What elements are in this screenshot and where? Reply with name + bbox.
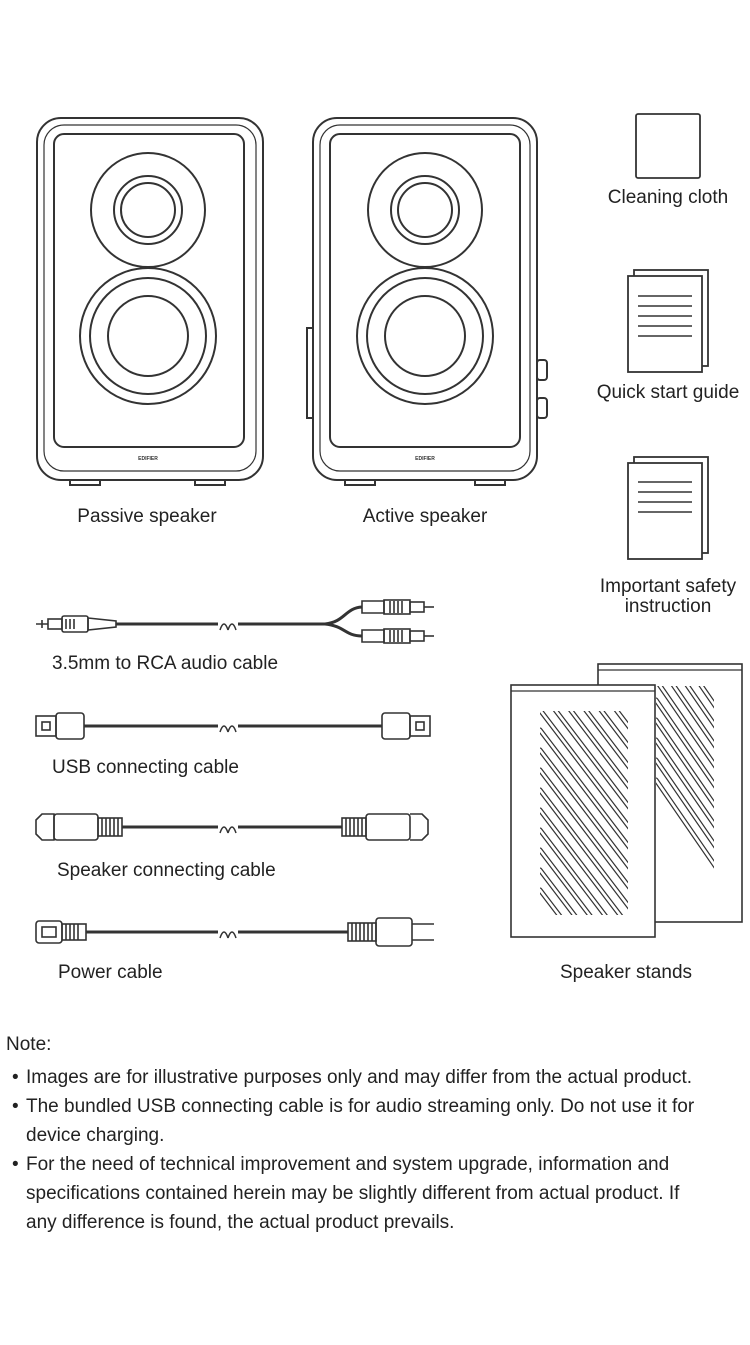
cleaning-cloth-icon	[635, 113, 701, 179]
power-cable-label: Power cable	[58, 962, 163, 983]
rca-cable-illustration	[36, 599, 434, 644]
active-speaker-illustration: EDIFIER	[306, 117, 548, 486]
quick-start-guide-label: Quick start guide	[596, 382, 740, 403]
speaker-stands-illustration	[510, 663, 743, 938]
passive-speaker-logo: EDIFIER	[138, 456, 158, 462]
speaker-cable-label: Speaker connecting cable	[57, 860, 276, 881]
passive-speaker-illustration: EDIFIER	[36, 117, 264, 486]
cleaning-cloth-label: Cleaning cloth	[607, 187, 729, 208]
note-title: Note:	[6, 1034, 52, 1055]
passive-speaker-label: Passive speaker	[77, 506, 217, 527]
usb-cable-label: USB connecting cable	[52, 757, 239, 778]
safety-instruction-icon	[627, 456, 709, 560]
safety-instruction-label-line2: instruction	[624, 596, 712, 617]
power-cable-illustration	[35, 917, 434, 947]
note-item-usb-cable: The bundled USB connecting cable is for …	[10, 1092, 745, 1150]
note-list: Images are for illustrative purposes onl…	[10, 1063, 745, 1237]
speaker-stands-label: Speaker stands	[559, 962, 693, 983]
usb-cable-illustration	[35, 712, 431, 740]
note-item-illustrative: Images are for illustrative purposes onl…	[10, 1063, 745, 1092]
quick-start-guide-icon	[627, 269, 709, 373]
speaker-cable-illustration	[35, 813, 429, 841]
active-speaker-label: Active speaker	[362, 506, 488, 527]
safety-instruction-label: Important safety instruction	[600, 577, 736, 617]
note-item-technical-improvement: For the need of technical improvement an…	[10, 1150, 745, 1237]
rca-cable-label: 3.5mm to RCA audio cable	[52, 653, 279, 674]
safety-instruction-label-line1: Important safety	[599, 576, 737, 597]
active-speaker-logo: EDIFIER	[415, 456, 435, 462]
